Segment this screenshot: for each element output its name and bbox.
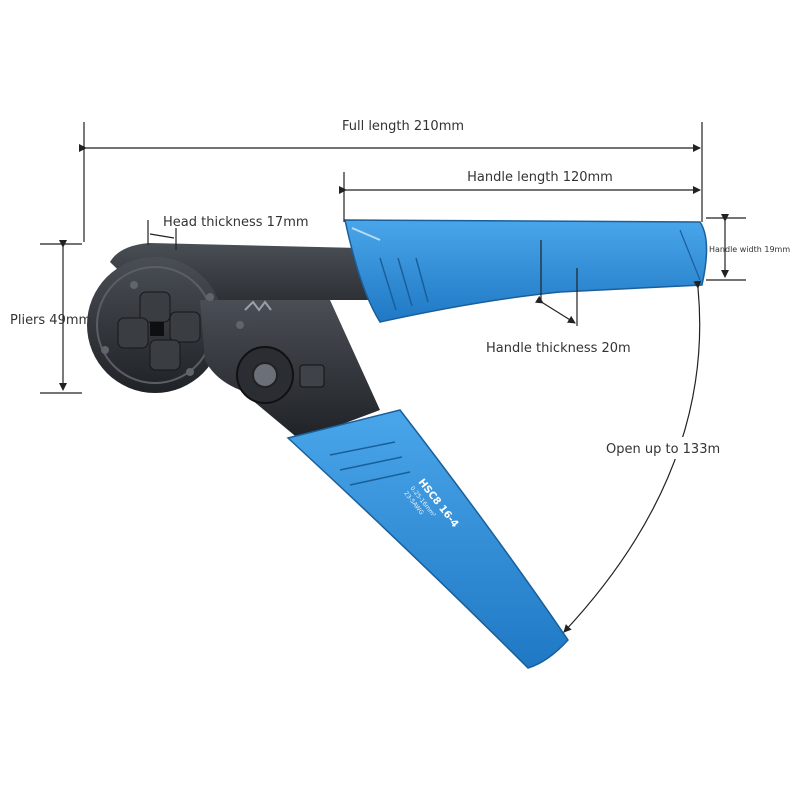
rivet — [186, 368, 194, 376]
handle-thickness-label: Handle thickness 20m — [486, 341, 631, 356]
pliers-height-label: Pliers 49mm — [10, 313, 91, 328]
handle-length-label: Handle length 120mm — [467, 170, 613, 185]
crimp-die — [117, 291, 201, 371]
full-length-label: Full length 210mm — [342, 119, 464, 134]
handle-width-label: Handle width 19mm — [709, 245, 790, 254]
handle-width-dimension: Handle width 19mm — [706, 214, 790, 281]
rivet — [130, 281, 138, 289]
handle-length-dimension: Handle length 120mm — [339, 170, 701, 222]
pivot-bolt — [252, 362, 278, 388]
spring — [244, 300, 272, 312]
opening-label: Open up to 133m — [606, 442, 720, 457]
head-thickness-label: Head thickness 17mm — [163, 215, 309, 230]
adjust-nut — [299, 364, 325, 388]
opening-dimension: Open up to 133m — [563, 280, 720, 633]
head-thickness-dimension: Head thickness 17mm — [147, 215, 309, 250]
bottom-handle: HSC8 16-4 0.25-16mm² 23-5AWG — [286, 409, 569, 669]
top-handle — [344, 219, 708, 323]
rivet — [101, 346, 109, 354]
pliers-head — [87, 243, 380, 440]
pliers-height-dimension: Pliers 49mm — [10, 240, 91, 394]
rivet — [206, 293, 214, 301]
full-length-dimension: Full length 210mm — [79, 119, 703, 242]
rivet — [236, 321, 244, 329]
